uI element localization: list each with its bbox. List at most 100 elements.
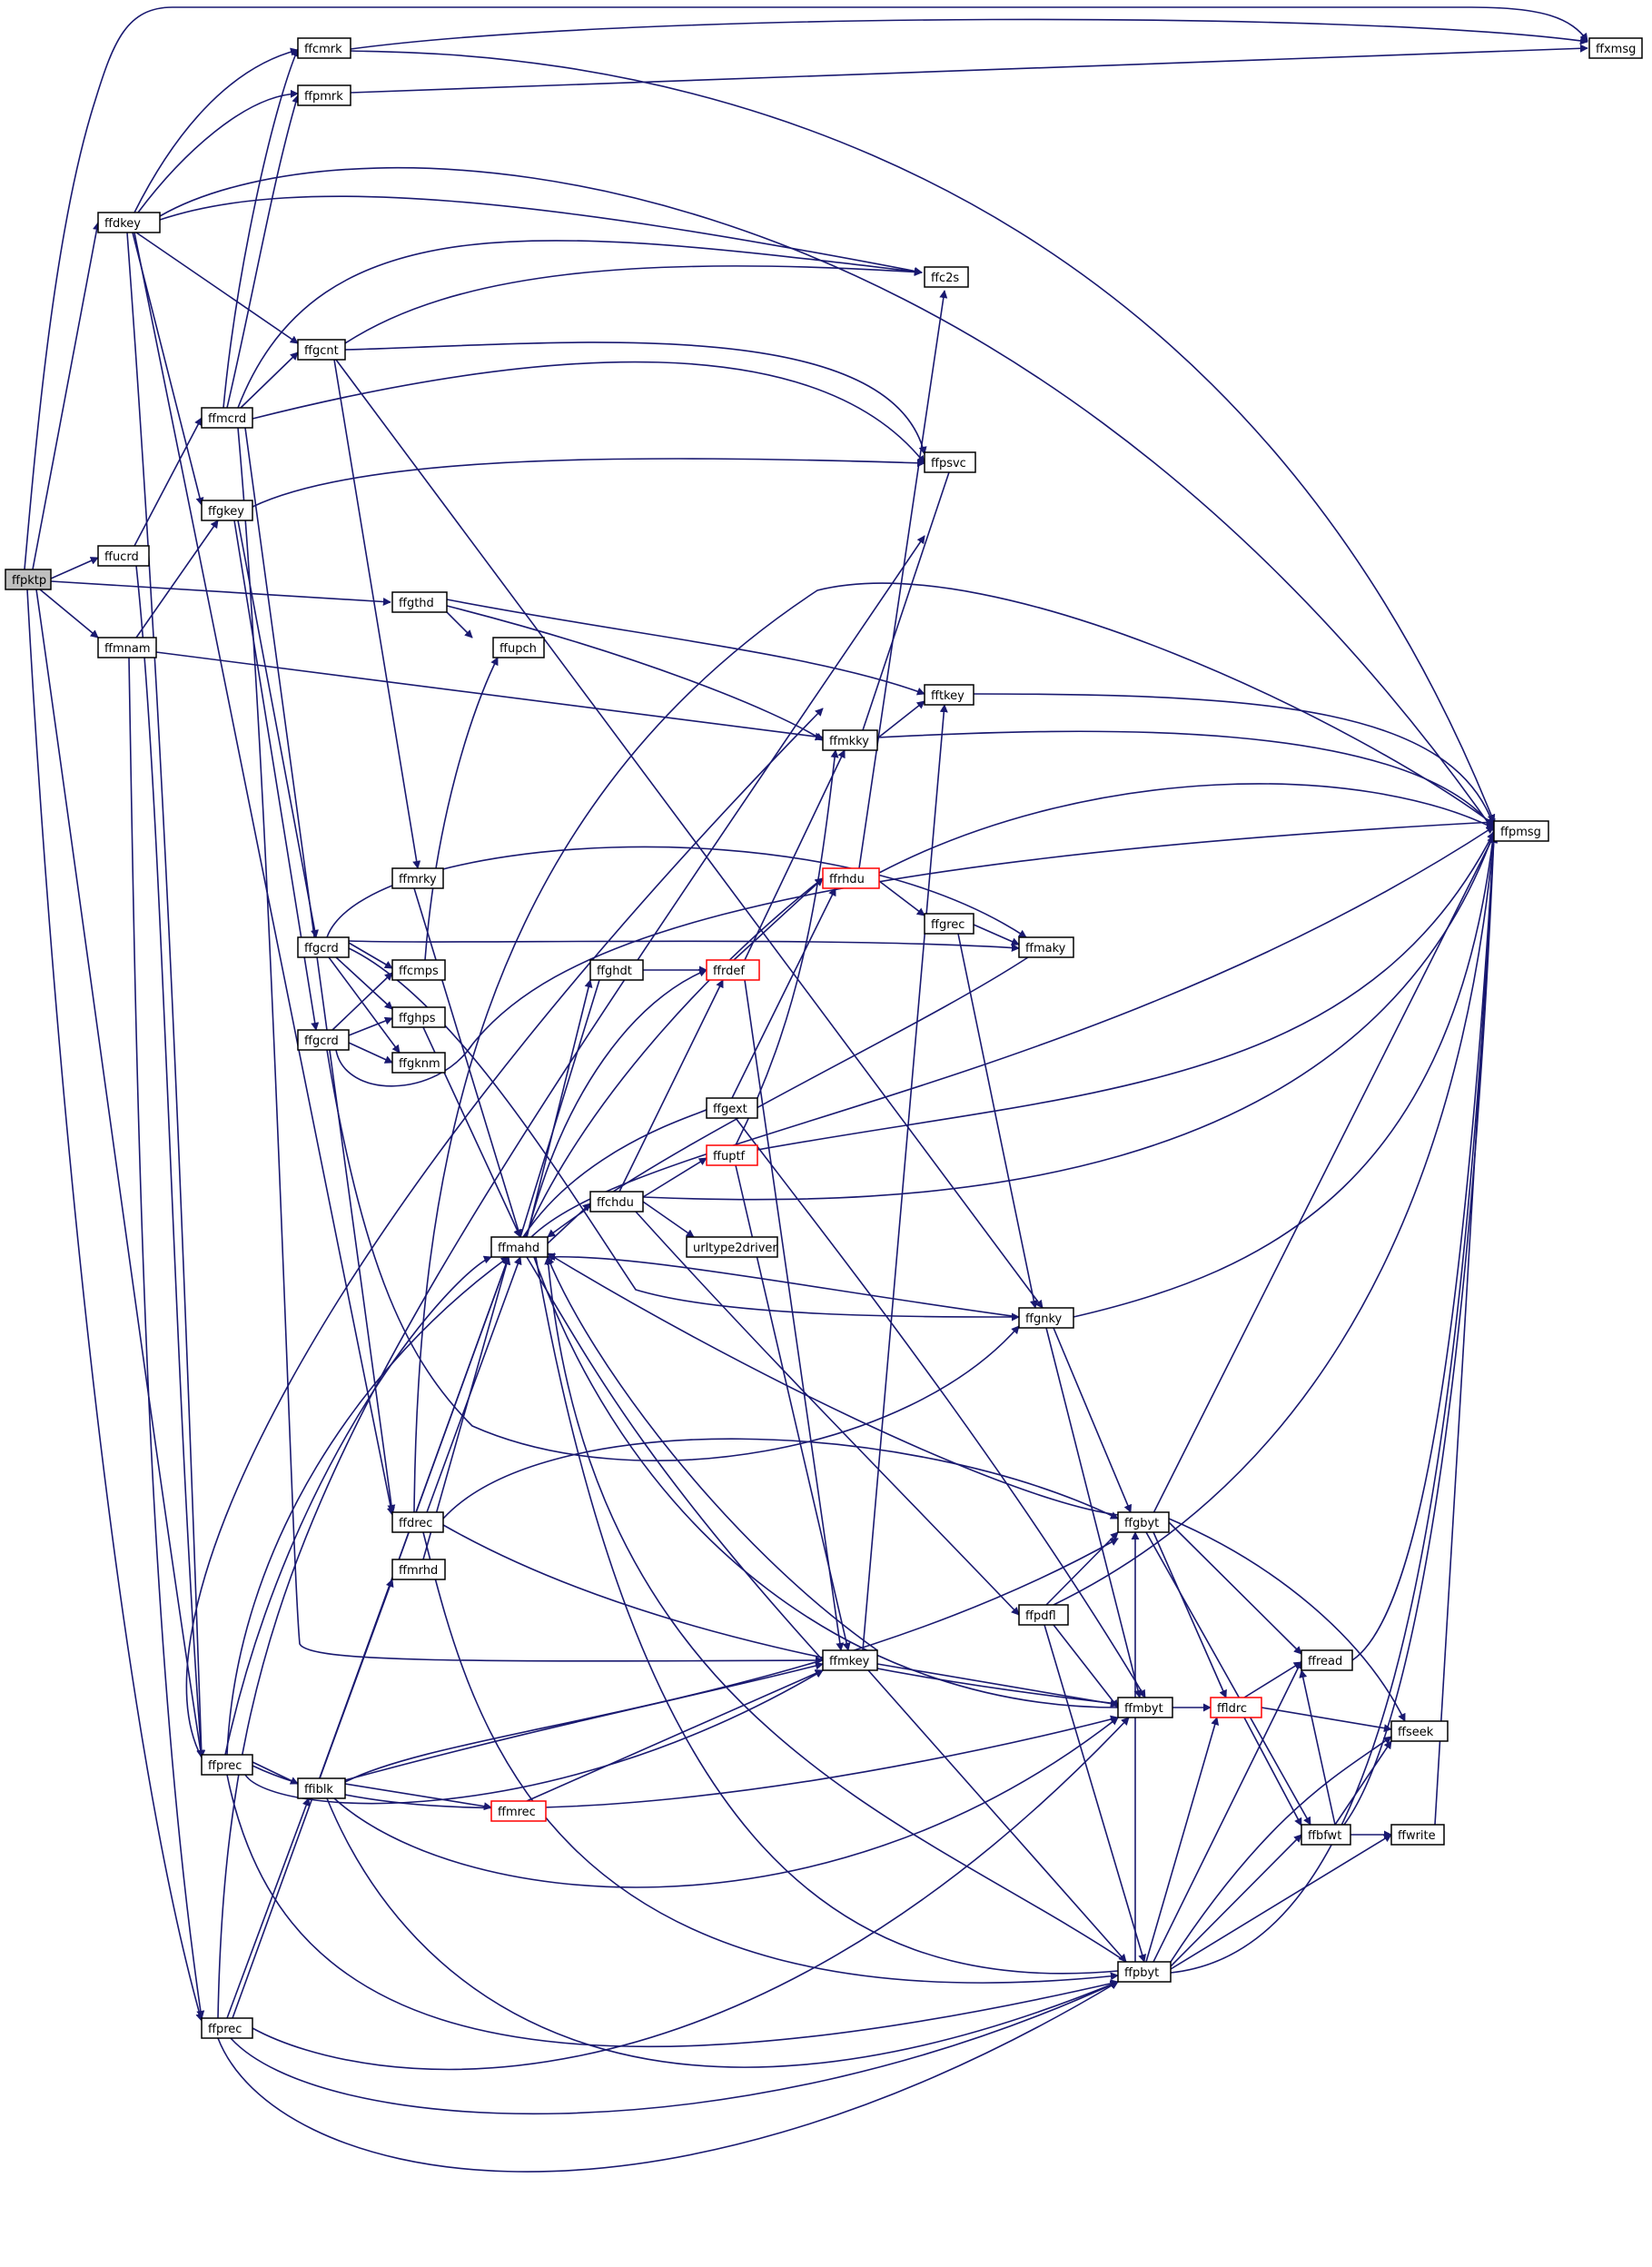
node-box[interactable] <box>822 867 880 889</box>
node-box[interactable] <box>822 729 878 751</box>
node-ffgcrd1[interactable]: ffgcrd <box>297 936 350 958</box>
node-box[interactable] <box>1117 1961 1172 1983</box>
node-box[interactable] <box>391 1052 446 1074</box>
node-ffgcrd2[interactable]: ffgcrd <box>297 1029 350 1051</box>
node-box[interactable] <box>492 637 545 658</box>
node-ffrdef[interactable]: ffrdef <box>706 959 760 981</box>
node-ffmrhd[interactable]: ffmrhd <box>391 1559 446 1580</box>
node-ffmahd[interactable]: ffmahd <box>490 1236 549 1258</box>
node-ffupch[interactable]: ffupch <box>492 637 545 658</box>
node-box[interactable] <box>297 84 351 106</box>
node-ffwrite[interactable]: ffwrite <box>1390 1824 1445 1846</box>
node-ffseek[interactable]: ffseek <box>1390 1720 1449 1742</box>
node-ffgknm[interactable]: ffgknm <box>391 1052 446 1074</box>
node-ffucrd[interactable]: ffucrd <box>97 545 150 567</box>
node-box[interactable] <box>297 936 350 958</box>
node-box[interactable] <box>706 1097 758 1119</box>
node-box[interactable] <box>1493 820 1549 842</box>
node-box[interactable] <box>1390 1824 1445 1846</box>
node-ffgnky[interactable]: ffgnky <box>1018 1307 1074 1329</box>
node-ffghps[interactable]: ffghps <box>391 1006 446 1028</box>
node-box[interactable] <box>97 637 157 658</box>
node-box[interactable] <box>706 959 760 981</box>
node-box[interactable] <box>1018 1307 1074 1329</box>
node-box[interactable] <box>391 1006 446 1028</box>
node-box[interactable] <box>686 1236 778 1258</box>
node-box[interactable] <box>1117 1697 1173 1718</box>
node-box[interactable] <box>297 37 351 59</box>
node-box[interactable] <box>822 1649 878 1671</box>
node-box[interactable] <box>201 2017 253 2039</box>
node-ffdkey[interactable]: ffdkey <box>97 212 161 233</box>
node-ffpmsg[interactable]: ffpmsg <box>1493 820 1549 842</box>
node-ffpmrk[interactable]: ffpmrk <box>297 84 351 106</box>
node-box[interactable] <box>391 867 444 889</box>
node-ffghdt[interactable]: ffghdt <box>589 959 644 981</box>
node-ffpbyt[interactable]: ffpbyt <box>1117 1961 1172 1983</box>
node-ffmrec[interactable]: ffmrec <box>490 1800 547 1822</box>
node-box[interactable] <box>924 913 974 935</box>
node-box[interactable] <box>201 1754 253 1776</box>
node-box[interactable] <box>297 1029 350 1051</box>
node-ffgcnt[interactable]: ffgcnt <box>297 339 346 361</box>
node-box[interactable] <box>297 339 346 361</box>
node-box[interactable] <box>391 591 448 613</box>
node-ffchdu[interactable]: ffchdu <box>589 1191 644 1213</box>
node-box[interactable] <box>97 212 161 233</box>
node-box[interactable] <box>1018 1604 1069 1626</box>
node-ffc2s[interactable]: ffc2s <box>924 266 969 288</box>
node-ffbfwt[interactable]: ffbfwt <box>1301 1824 1351 1846</box>
node-box[interactable] <box>201 407 253 429</box>
node-box[interactable] <box>297 1777 346 1799</box>
node-ffgext[interactable]: ffgext <box>706 1097 758 1119</box>
node-box[interactable] <box>706 1144 758 1166</box>
node-ffmcrd[interactable]: ffmcrd <box>201 407 253 429</box>
node-ffgthd[interactable]: ffgthd <box>391 591 448 613</box>
node-box[interactable] <box>1390 1720 1449 1742</box>
node-ffpdfl[interactable]: ffpdfl <box>1018 1604 1069 1626</box>
node-ffrhdu[interactable]: ffrhdu <box>822 867 880 889</box>
node-ffmkey[interactable]: ffmkey <box>822 1649 878 1671</box>
node-ffread[interactable]: ffread <box>1301 1649 1353 1671</box>
node-fftkey[interactable]: fftkey <box>924 684 974 706</box>
node-ffpsvc[interactable]: ffpsvc <box>924 451 976 473</box>
node-box[interactable] <box>1588 37 1643 59</box>
node-ffgrec[interactable]: ffgrec <box>924 913 974 935</box>
node-box[interactable] <box>589 1191 644 1213</box>
node-ffuptf[interactable]: ffuptf <box>706 1144 758 1166</box>
node-box[interactable] <box>1018 936 1074 958</box>
node-box[interactable] <box>391 959 446 981</box>
node-ffiblk[interactable]: ffiblk <box>297 1777 346 1799</box>
node-ffmnam[interactable]: ffmnam <box>97 637 157 658</box>
node-ffldrc[interactable]: ffldrc <box>1210 1697 1262 1718</box>
node-box[interactable] <box>490 1236 549 1258</box>
node-box[interactable] <box>1301 1824 1351 1846</box>
node-box[interactable] <box>589 959 644 981</box>
node-ffmaky[interactable]: ffmaky <box>1018 936 1074 958</box>
node-ffmkky[interactable]: ffmkky <box>822 729 878 751</box>
node-ffdrec[interactable]: ffdrec <box>391 1511 444 1533</box>
node-box[interactable] <box>924 451 976 473</box>
node-box[interactable] <box>97 545 150 567</box>
node-box[interactable] <box>1301 1649 1353 1671</box>
node-box[interactable] <box>391 1559 446 1580</box>
node-ffcmps[interactable]: ffcmps <box>391 959 446 981</box>
node-ffxmsg[interactable]: ffxmsg <box>1588 37 1643 59</box>
node-ffmrky[interactable]: ffmrky <box>391 867 444 889</box>
node-ffprec1[interactable]: ffprec <box>201 1754 253 1776</box>
node-box[interactable] <box>201 500 253 521</box>
node-ffgkey[interactable]: ffgkey <box>201 500 253 521</box>
node-ffpktp[interactable]: ffpktp <box>5 569 52 590</box>
node-ffprec2[interactable]: ffprec <box>201 2017 253 2039</box>
node-ffcmrk[interactable]: ffcmrk <box>297 37 351 59</box>
node-ffgbyt[interactable]: ffgbyt <box>1117 1511 1170 1533</box>
node-box[interactable] <box>1117 1511 1170 1533</box>
node-box[interactable] <box>924 684 974 706</box>
node-ffmbyt[interactable]: ffmbyt <box>1117 1697 1173 1718</box>
node-box[interactable] <box>391 1511 444 1533</box>
node-box[interactable] <box>490 1800 547 1822</box>
node-box[interactable] <box>924 266 969 288</box>
node-box[interactable] <box>5 569 52 590</box>
node-box[interactable] <box>1210 1697 1262 1718</box>
node-urltype2driver[interactable]: urltype2driver <box>686 1236 778 1258</box>
